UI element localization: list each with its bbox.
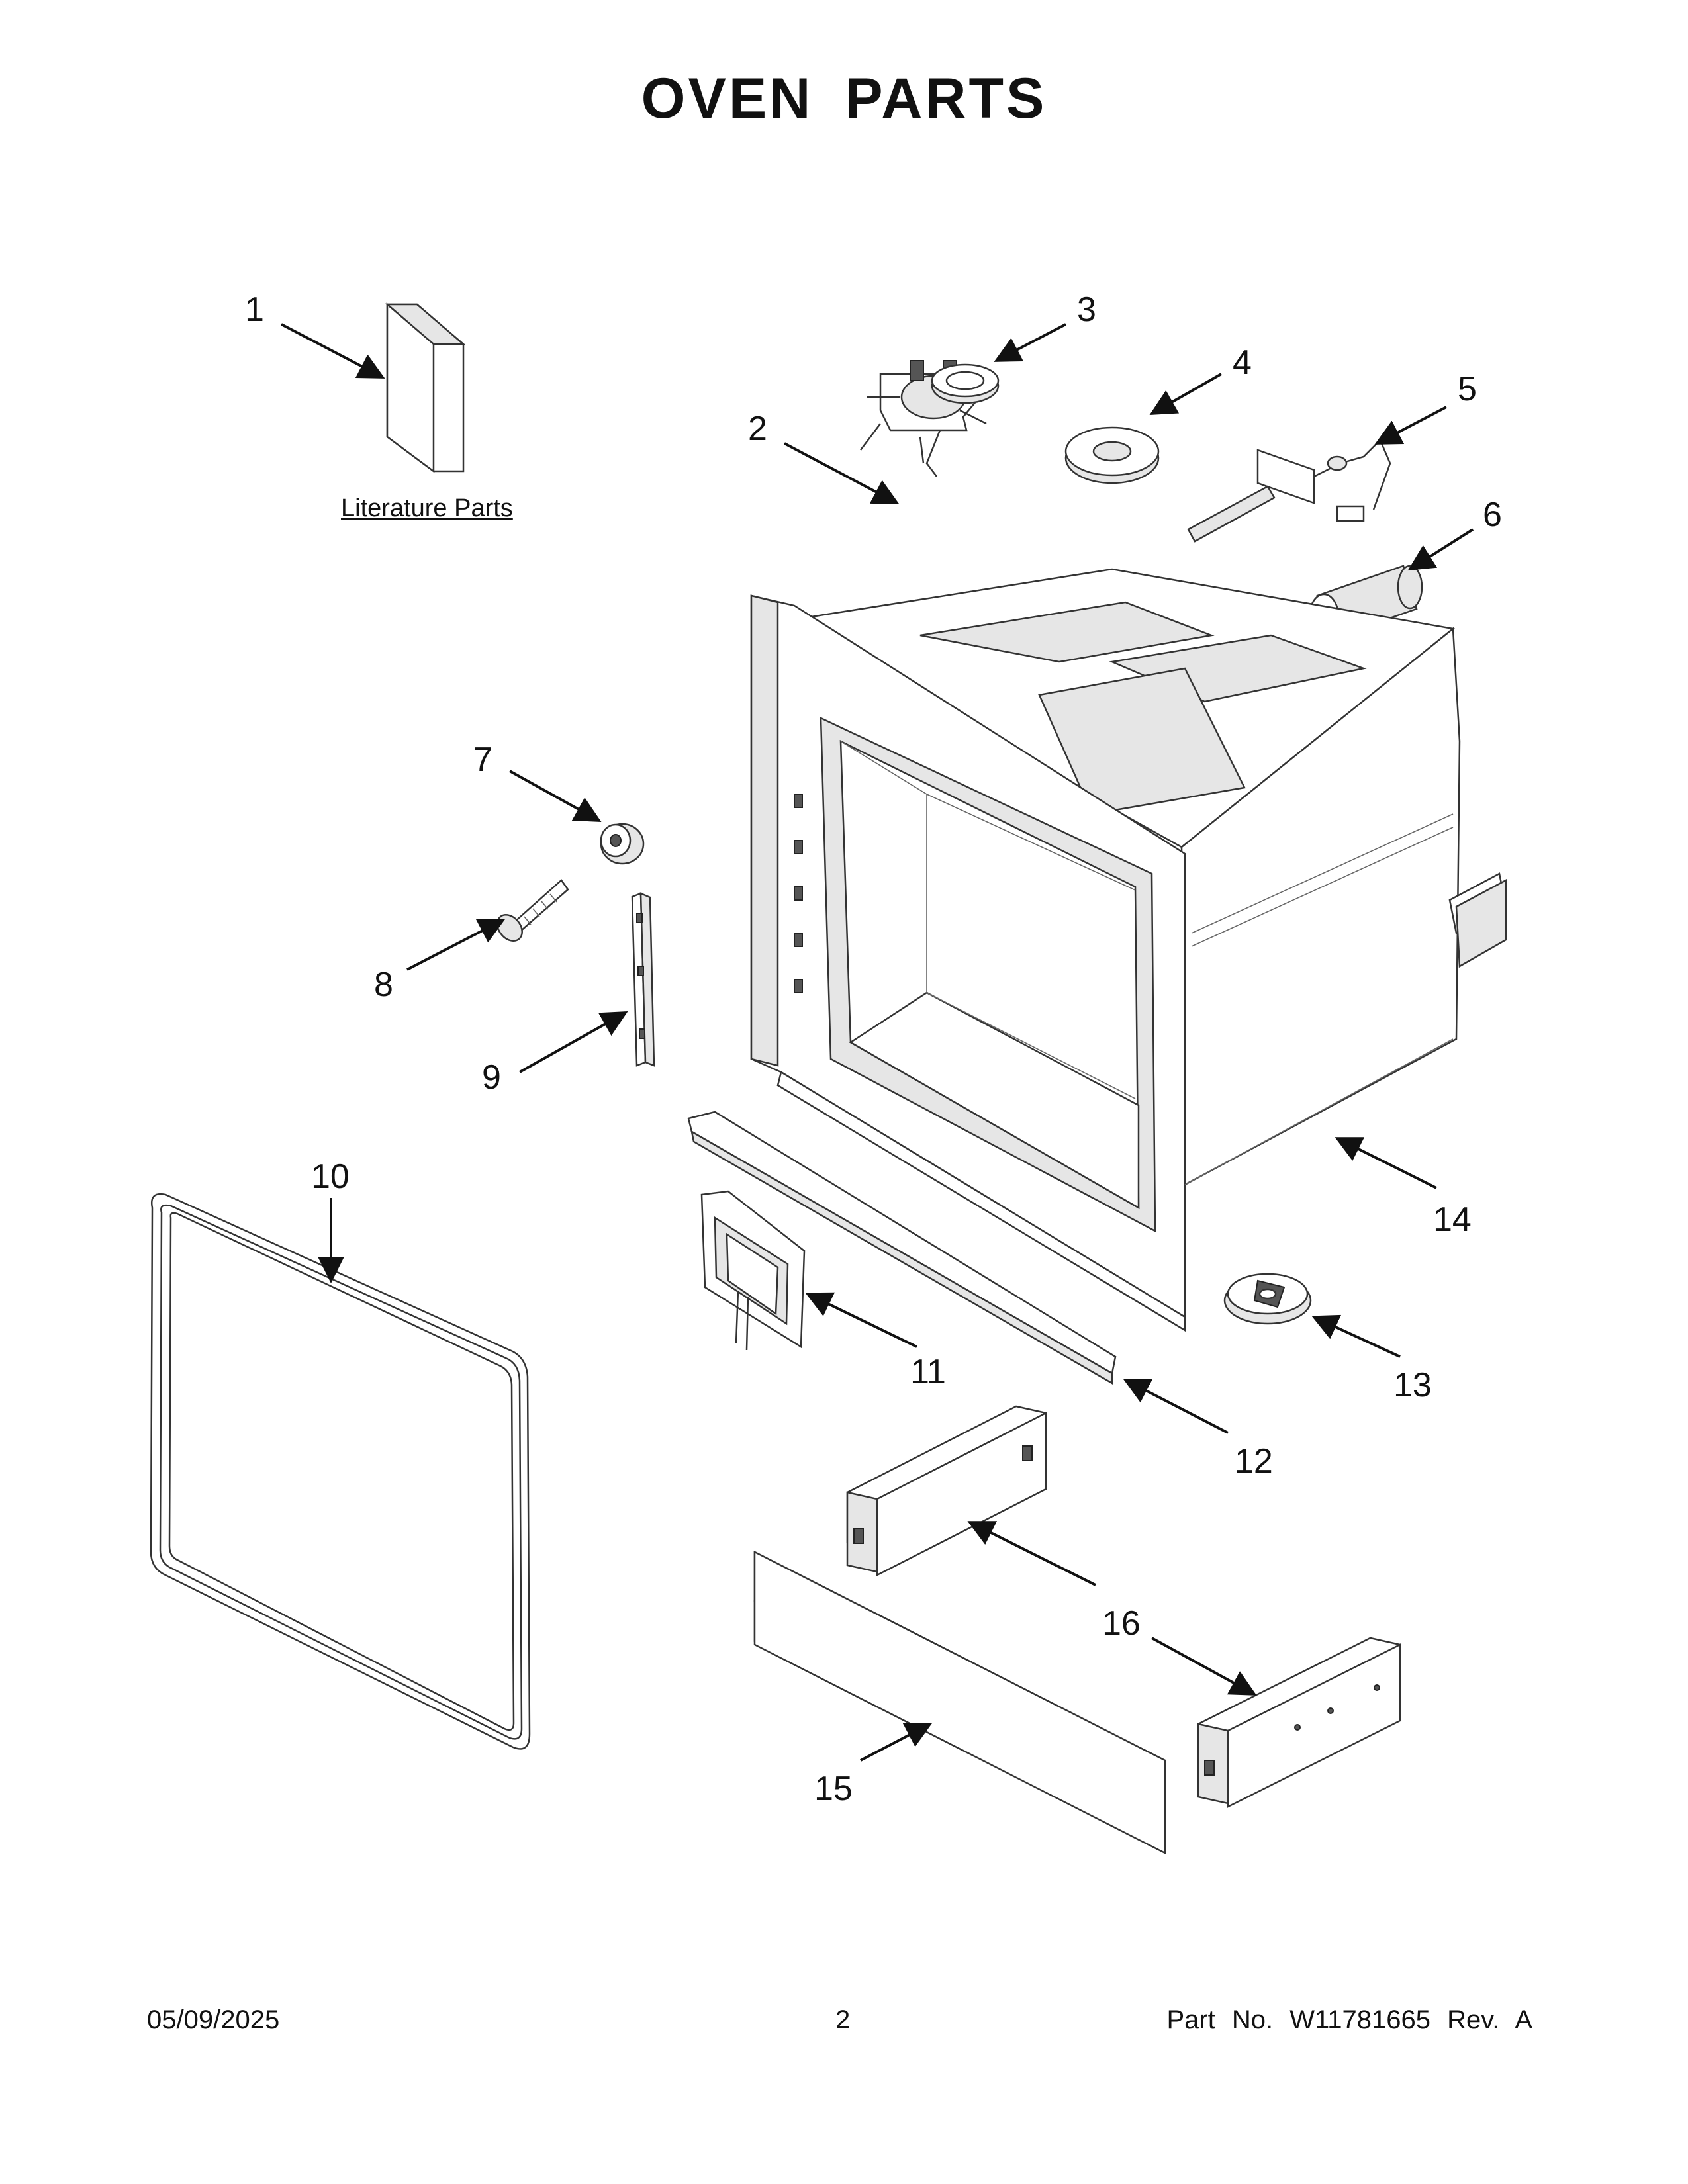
door-gasket [150, 1193, 531, 1750]
callout-11: 11 [910, 1353, 946, 1391]
callout-arrow-5 [1374, 406, 1447, 445]
convection-fan-blade [1223, 1273, 1312, 1325]
callout-14: 14 [1433, 1201, 1472, 1239]
callout-2: 2 [748, 410, 767, 448]
callout-5: 5 [1458, 370, 1477, 408]
footer-part-number: Part No. W11781665 Rev. A [1166, 2005, 1532, 2034]
callout-arrow-16a [967, 1521, 1096, 1586]
screw [496, 879, 569, 942]
callout-16: 16 [1102, 1604, 1141, 1643]
page-title: OVEN PARTS [641, 67, 1047, 130]
footer-page-number: 2 [835, 2005, 851, 2034]
callout-arrow-2 [784, 442, 900, 504]
oven-cavity-assembly [750, 568, 1507, 1332]
callout-1: 1 [245, 291, 264, 329]
callout-arrow-16b [1151, 1637, 1257, 1696]
callout-8: 8 [374, 966, 393, 1004]
callout-arrow-14 [1335, 1137, 1437, 1189]
insulation-washer [1064, 426, 1160, 484]
side-trim-bracket-right [1197, 1637, 1401, 1809]
door-trim-strip [687, 1111, 1117, 1385]
callout-arrow-9 [519, 1011, 628, 1073]
grommet-3 [931, 363, 1000, 404]
literature-parts-booklet [385, 302, 466, 473]
callout-arrow-3 [994, 323, 1066, 362]
callout-15: 15 [814, 1770, 853, 1808]
callout-7: 7 [473, 741, 492, 779]
callout-arrow-4 [1149, 373, 1222, 415]
callout-4: 4 [1233, 343, 1252, 382]
callout-arrow-11 [805, 1292, 917, 1348]
side-trim-bracket-left [846, 1405, 1047, 1577]
control-bezel [700, 1190, 806, 1351]
callout-6: 6 [1483, 496, 1502, 534]
callout-10: 10 [311, 1158, 350, 1196]
footer-date: 05/09/2025 [147, 2005, 280, 2034]
temperature-sensor [1187, 438, 1391, 543]
literature-parts-label: Literature Parts [341, 494, 513, 522]
callout-arrow-12 [1123, 1379, 1229, 1434]
callout-9: 9 [482, 1058, 501, 1097]
kick-panel [753, 1550, 1166, 1855]
callout-arrow-7 [509, 770, 602, 822]
callout-arrow-1 [281, 323, 385, 379]
callout-arrow-15 [860, 1723, 933, 1762]
callout-arrow-8 [406, 919, 506, 971]
callout-arrow-13 [1311, 1314, 1401, 1358]
callout-12: 12 [1235, 1442, 1273, 1480]
callout-13: 13 [1393, 1366, 1432, 1404]
callout-3: 3 [1077, 291, 1096, 329]
hinge-receiver-strip [631, 892, 655, 1067]
callout-arrow-6 [1407, 528, 1474, 571]
plug-button [600, 823, 645, 865]
